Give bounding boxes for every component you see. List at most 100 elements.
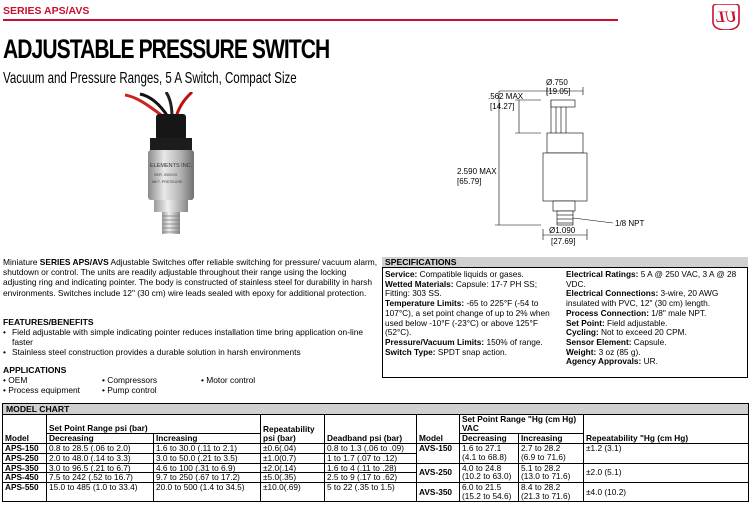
spec-item: Service: Compatible liquids or gases. (385, 269, 524, 279)
specifications-left-column: Service: Compatible liquids or gases. We… (385, 269, 560, 357)
vac-model-cell: AVS-150 (416, 442, 460, 464)
spec-item: Electrical Connections: 3-wire, 20 AWG i… (566, 288, 719, 309)
repeatability-cell: ±5.0(.35) (260, 472, 325, 484)
photo-label-1: ELEMENTS INC. (150, 163, 193, 169)
vac-decreasing-cell: 1.6 to 27.1(4.1 to 68.8) (459, 442, 519, 464)
spec-item: Electrical Ratings: 5 A @ 250 VAC, 3 A @… (566, 269, 737, 289)
header-set-point: Set Point Range psi (bar) (46, 414, 261, 434)
dim-total-height-mm: [65.79] (457, 177, 481, 186)
vac-repeatability-cell: ±1.2 (3.1) (583, 442, 749, 464)
series-label: SERIES APS/AVS (3, 5, 90, 17)
deadband-cell: 1.6 to 4 (.11 to .28) (324, 462, 417, 474)
application-item: • OEM (3, 375, 28, 385)
page-title: ADJUSTABLE PRESSURE SWITCH (3, 34, 330, 64)
header-vac-increasing: Increasing (518, 432, 584, 444)
model-cell: APS-250 (2, 452, 47, 464)
header-deadband: Deadband psi (bar) (324, 414, 417, 444)
ul-logo-text: UL (715, 9, 737, 26)
specifications-heading: SPECIFICATIONS (382, 257, 748, 268)
application-item: • Compressors (102, 375, 158, 385)
feature-item: Field adjustable with simple indicating … (3, 327, 378, 347)
model-chart-heading: MODEL CHART (2, 403, 749, 414)
vac-increasing-cell: 2.7 to 28.2(6.9 to 71.6) (518, 442, 584, 464)
intro-text-pre: Miniature (3, 257, 40, 267)
dim-base-diameter: Ø1.090 (549, 226, 576, 235)
ul-recognized-logo: UL (712, 4, 740, 30)
deadband-cell: 2.5 to 9 (.17 to .62) (324, 472, 417, 484)
vac-model-cell: AVS-350 (416, 482, 460, 503)
application-item: • Process equipment (3, 385, 80, 395)
application-item: • Motor control (201, 375, 256, 385)
decreasing-cell: 15.0 to 485 (1.0 to 33.4) (46, 482, 154, 503)
applications-heading: APPLICATIONS (3, 365, 67, 375)
header-vac-repeatability: Repeatability "Hg (cm Hg) (583, 414, 749, 444)
vac-increasing-cell: 8.4 to 28.2(21.3 to 71.6) (518, 482, 584, 503)
dim-base-diameter-mm: [27.69] (551, 237, 575, 246)
feature-item: Stainless steel construction provides a … (3, 347, 378, 357)
photo-label-3: MKT. PRESSURE (152, 180, 183, 184)
intro-series-name: SERIES APS/AVS (39, 257, 109, 267)
spec-item: Agency Approvals: UR. (566, 356, 658, 367)
header-increasing: Increasing (153, 432, 261, 444)
vac-decreasing-cell: 4.0 to 24.8(10.2 to 63.0) (459, 462, 519, 484)
features-list: Field adjustable with simple indicating … (3, 327, 378, 357)
spec-item: Process Connection: 1/8" male NPT. (566, 307, 707, 318)
dimension-drawing: Ø.750 [19.05] .562 MAX [14.27] 2.590 MAX… (457, 78, 644, 246)
intro-text-post: Adjustable Switches offer reliable switc… (3, 257, 378, 298)
repeatability-cell: ±10.0(.69) (260, 482, 325, 503)
repeatability-cell: ±0.6(.04) (260, 442, 325, 454)
decreasing-cell: 3.0 to 96.5 (.21 to 6.7) (46, 462, 154, 474)
header-model-vac: Model (416, 414, 460, 444)
decreasing-cell: 7.5 to 242 (.52 to 16.7) (46, 472, 154, 484)
spec-item: Cycling: Not to exceed 20 CPM. (566, 327, 687, 338)
repeatability-cell: ±1.0(0.7) (260, 452, 325, 464)
features-heading: FEATURES/BENEFITS (3, 317, 94, 327)
model-cell: APS-350 (2, 462, 47, 474)
spec-item: Pressure/Vacuum Limits: 150% of range. (385, 336, 543, 347)
dim-total-height: 2.590 MAX (457, 167, 497, 176)
deadband-cell: 1 to 1.7 (.07 to .12) (324, 452, 417, 464)
repeatability-cell: ±2.0(.14) (260, 462, 325, 474)
decreasing-cell: 0.8 to 28.5 (.06 to 2.0) (46, 442, 154, 454)
photo-label-2: SER. 0000XX (154, 173, 178, 177)
intro-paragraph: Miniature SERIES APS/AVS Adjustable Swit… (3, 257, 378, 298)
model-cell: APS-450 (2, 472, 47, 484)
spec-item: Wetted Materials: Capsule: 17-7 PH SS; F… (385, 278, 538, 299)
deadband-cell: 0.8 to 1.3 (.06 to .09) (324, 442, 417, 454)
decreasing-cell: 2.0 to 48.0 (.14 to 3.3) (46, 452, 154, 464)
increasing-cell: 9.7 to 250 (.67 to 17.2) (153, 472, 261, 484)
spec-item: Weight: 3 oz (85 g). (566, 346, 641, 357)
spec-item: Switch Type: SPDT snap action. (385, 346, 507, 357)
header-rule (3, 19, 618, 21)
page-subtitle: Vacuum and Pressure Ranges, 5 A Switch, … (3, 70, 297, 87)
dim-top-diameter-mm: [19.05] (546, 87, 570, 96)
vac-model-cell: AVS-250 (416, 462, 460, 484)
spec-item: Sensor Element: Capsule. (566, 336, 667, 347)
vac-decreasing-cell: 6.0 to 21.5(15.2 to 54.6) (459, 482, 519, 503)
vac-repeatability-cell: ±4.0 (10.2) (583, 482, 749, 503)
increasing-cell: 1.6 to 30.0 (.11 to 2.1) (153, 442, 261, 454)
application-item: • Pump control (102, 385, 157, 395)
product-photo: ELEMENTS INC. SER. 0000XX MKT. PRESSURE (124, 92, 194, 234)
deadband-cell: 5 to 22 (.35 to 1.5) (324, 482, 417, 503)
model-chart: MODEL CHART Model Set Point Range psi (b… (2, 403, 749, 503)
model-cell: APS-150 (2, 442, 47, 454)
header-decreasing: Decreasing (46, 432, 154, 444)
spec-item: Temperature Limits: -65 to 225°F (-54 to… (385, 298, 550, 338)
spec-item: Set Point: Field adjustable. (566, 317, 668, 328)
header-vac-decreasing: Decreasing (459, 432, 519, 444)
dim-cap-height: .562 MAX (488, 92, 524, 101)
header-model: Model (2, 414, 47, 444)
model-chart-table: Model Set Point Range psi (bar) Repeatab… (2, 414, 749, 503)
increasing-cell: 4.6 to 100 (.31 to 6.9) (153, 462, 261, 474)
vac-increasing-cell: 5.1 to 28.2(13.0 to 71.6) (518, 462, 584, 484)
increasing-cell: 3.0 to 50.0 (.21 to 3.5) (153, 452, 261, 464)
dim-top-diameter: Ø.750 (546, 78, 568, 87)
header-repeatability: Repeatability psi (bar) (260, 414, 325, 444)
header-vac-set-point: Set Point Range "Hg (cm Hg) VAC (459, 414, 584, 434)
increasing-cell: 20.0 to 500 (1.4 to 34.5) (153, 482, 261, 503)
model-cell: APS-550 (2, 482, 47, 503)
dim-npt: 1/8 NPT (615, 219, 644, 228)
specifications-right-column: Electrical Ratings: 5 A @ 250 VAC, 3 A @… (566, 269, 746, 367)
vac-repeatability-cell: ±2.0 (5.1) (583, 462, 749, 484)
